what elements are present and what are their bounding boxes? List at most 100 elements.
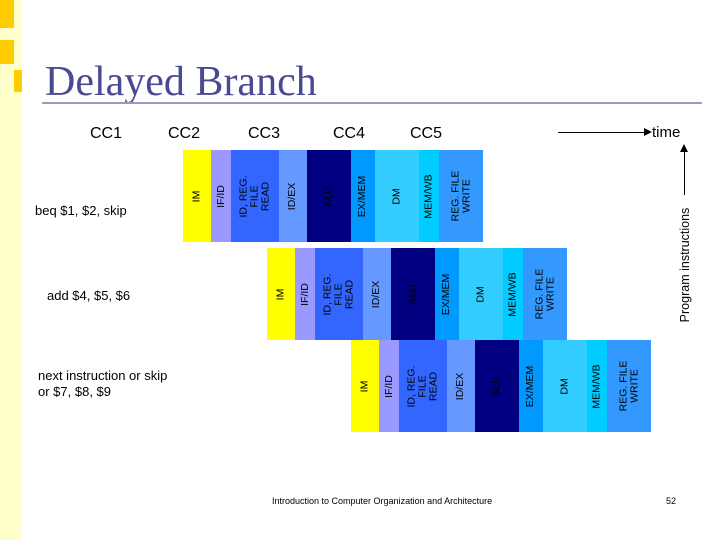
stage-label-line: READ [259,181,272,211]
stage-label-line: REG. FILE [449,170,462,222]
stage-im: IM [351,340,379,432]
stage-alu: ALU [307,150,351,242]
stage-label-line: IM [358,380,371,392]
stage-label-line: IF/ID [382,374,395,398]
rail-block [0,40,14,64]
stage-exmem: EX/MEM [351,150,375,242]
stage-label-line: MEM/WB [422,173,435,219]
stage-label: DM [390,187,403,205]
title-divider [42,102,702,104]
time-label: time [652,124,681,141]
stage-label: MEM/WB [506,271,519,317]
cycle-label-2: CC2 [168,125,201,142]
stage-label-line: WRITE [460,179,473,213]
stage-label: EX/MEM [524,365,537,407]
stage-exmem: EX/MEM [519,340,543,432]
stage-label-line: DM [390,187,403,205]
stage-alu: ALU [391,248,435,340]
stage-label: ID/EX [286,182,299,210]
stage-alu: ALU [475,340,519,432]
stage-label: IM [274,288,287,300]
stage-label: EX/MEM [440,273,453,315]
stage-label-line: READ [343,279,356,309]
stage-label: MEM/WB [590,363,603,409]
stage-label: DM [474,285,487,303]
stage-label: IF/ID [214,184,227,208]
stage-label: IM [358,380,371,392]
stage-idex: ID/EX [279,150,307,242]
stage-idex: ID/EX [363,248,391,340]
stage-label: MEM/WB [422,173,435,219]
instruction-label-next: next instruction or skip or $7, $8, $9 [38,368,168,399]
stage-label-line: EX/MEM [356,175,369,217]
stage-label: ALU [322,185,335,207]
program-arrow [680,144,688,195]
stage-label: ID/EX [370,280,383,308]
stage-label-line: IM [274,288,287,300]
stage-exmem: EX/MEM [435,248,459,340]
stage-label: ALU [406,283,419,305]
instruction-label-add: add $4, $5, $6 [47,288,131,303]
stage-label-line: ALU [322,185,335,207]
rail-block [14,70,22,92]
page-number: 52 [666,496,677,506]
stage-label: DM [559,378,571,394]
cycle-label-4: CC4 [333,125,366,142]
stage-label-line: MEM/WB [506,271,519,317]
stage-im: IM [267,248,295,340]
stage-label-line: MEM/WB [590,363,603,409]
stage-label-line: ID/EX [454,372,467,400]
rail-block [0,0,14,28]
stage-label-line: READ [427,371,440,401]
cycle-label-5: CC5 [410,125,443,142]
stage-label-line: ALU [490,375,503,397]
stage-memwb: MEM/WB [419,150,439,242]
footer-text: Introduction to Computer Organization an… [272,496,493,506]
stage-label-line: IF/ID [214,184,227,208]
stage-label-line: ID/EX [370,280,383,308]
stage-idex: ID/EX [447,340,475,432]
stage-label-line: IF/ID [298,282,311,306]
stage-memwb: MEM/WB [587,340,607,432]
stage-dm: DM [459,248,503,340]
stage-label: IM [190,190,203,202]
instruction-label-beq: beq $1, $2, skip [35,203,127,218]
stage-label-line: IM [190,190,203,202]
stage-label-line: EX/MEM [440,273,453,315]
stage-label-line: DM [474,285,487,303]
cycle-label-1: CC1 [90,125,123,142]
left-rail [0,0,22,540]
time-arrow [558,128,652,136]
stage-memwb: MEM/WB [503,248,523,340]
stage-label-line: WRITE [628,369,641,403]
stage-label: ID/EX [454,372,467,400]
stage-dm: DM [543,340,587,432]
stage-label: IF/ID [298,282,311,306]
stage-ifid: IF/ID [379,340,399,432]
stage-ifid: IF/ID [295,248,315,340]
stage-label-line: REG. FILE [617,360,630,412]
program-instructions-label: Program instructions [678,207,692,323]
stage-ifid: IF/ID [211,150,231,242]
stage-im: IM [183,150,211,242]
stage-label: EX/MEM [356,175,369,217]
stage-label-line: EX/MEM [524,365,537,407]
stage-label-line: REG. FILE [533,268,546,320]
stage-dm: DM [375,150,419,242]
stage-label-line: ALU [406,283,419,305]
stage-label: IF/ID [382,374,395,398]
slide-title: Delayed Branch [45,59,317,105]
stage-label-line: ID/EX [286,182,299,210]
stage-label: ALU [490,375,503,397]
cycle-label-3: CC3 [248,125,281,142]
